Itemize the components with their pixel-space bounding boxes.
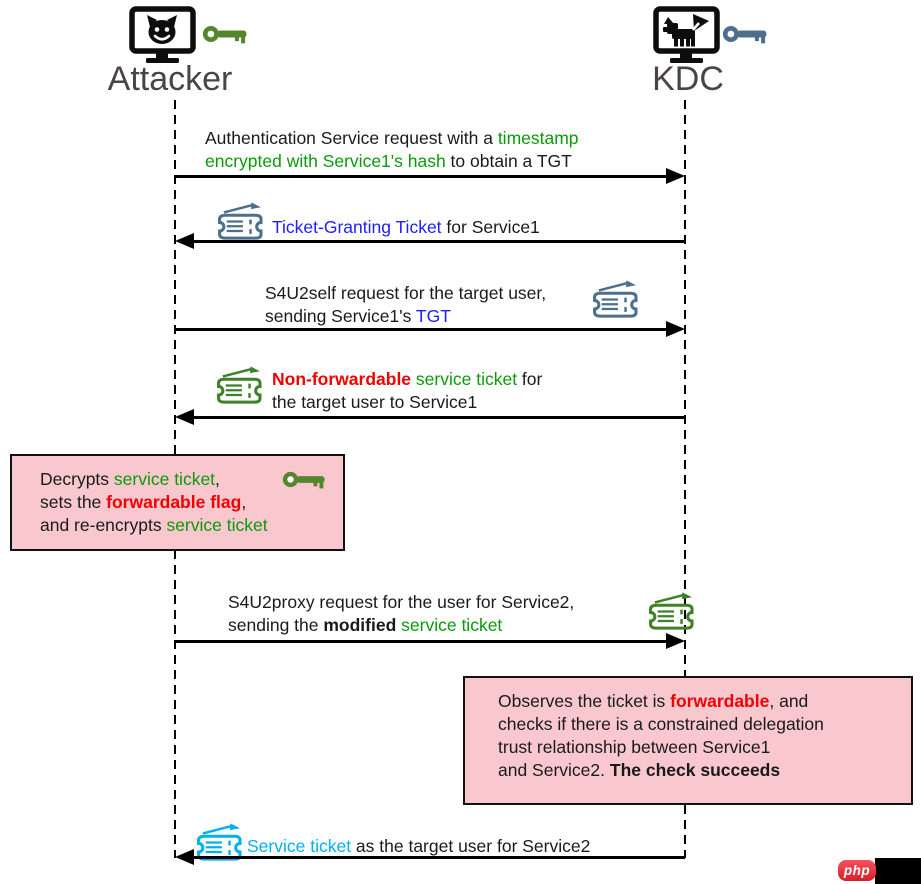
note-1-line-1: Decrypts service ticket, — [40, 469, 220, 489]
message-2-arrowhead — [175, 233, 194, 249]
note-1-line-3: and re-encrypts service ticket — [40, 515, 268, 535]
message-3-arrowhead — [666, 321, 685, 337]
note-2-line-3: trust relationship between Service1 — [498, 737, 771, 757]
message-2-line-1: Ticket-Granting Ticket for Service1 — [272, 217, 540, 237]
message-4-line-1: Non-forwardable service ticket for — [272, 369, 543, 389]
slate-key-icon — [722, 26, 767, 44]
message-3-line-1: S4U2self request for the target user, — [265, 283, 547, 303]
green-key-icon — [282, 471, 325, 489]
ticket-icon-slate — [218, 202, 263, 240]
message-5-line-1: S4U2proxy request for the user for Servi… — [228, 592, 575, 612]
message-1-arrow — [175, 175, 669, 178]
devil-computer-icon — [129, 6, 196, 63]
message-1-line-2: encrypted with Service1's hash to obtain… — [205, 151, 572, 171]
ticket-icon-slate — [593, 280, 638, 318]
message-6-arrow — [191, 856, 685, 859]
php-watermark-badge: php — [838, 860, 876, 881]
ticket-icon-green — [649, 592, 694, 630]
lifeline-kdc — [684, 100, 686, 858]
note-attacker-decrypt: Decrypts service ticket, sets the forwar… — [10, 454, 345, 551]
ticket-icon-green — [217, 366, 262, 404]
green-key-icon — [202, 26, 247, 44]
message-6-arrowhead — [175, 849, 194, 865]
message-4-arrowhead — [175, 409, 194, 425]
message-6-line-1: Service ticket as the target user for Se… — [247, 836, 591, 856]
message-3-line-2: sending Service1's TGT — [265, 306, 451, 326]
message-5-line-2: sending the modified service ticket — [228, 615, 503, 635]
actor-label-attacker: Attacker — [107, 60, 233, 98]
watermark-black-box — [875, 858, 921, 884]
dog-computer-icon — [653, 6, 720, 63]
message-3-arrow — [175, 328, 669, 331]
message-5-arrow — [175, 640, 669, 643]
ticket-icon-cyan — [197, 823, 242, 861]
message-1-line-1: Authentication Service request with a ti… — [205, 128, 579, 148]
note-1-line-2: sets the forwardable flag, — [40, 492, 247, 512]
message-4-line-2: the target user to Service1 — [272, 392, 478, 412]
note-2-line-4: and Service2. The check succeeds — [498, 760, 781, 780]
note-kdc-check: Observes the ticket is forwardable, and … — [463, 676, 913, 805]
note-2-line-2: checks if there is a constrained delegat… — [498, 714, 824, 734]
message-2-arrow — [191, 240, 685, 243]
message-4-arrow — [191, 416, 685, 419]
message-1-arrowhead — [666, 168, 685, 184]
actor-label-kdc: KDC — [652, 60, 724, 98]
note-2-line-1: Observes the ticket is forwardable, and — [498, 691, 809, 711]
message-5-arrowhead — [666, 633, 685, 649]
